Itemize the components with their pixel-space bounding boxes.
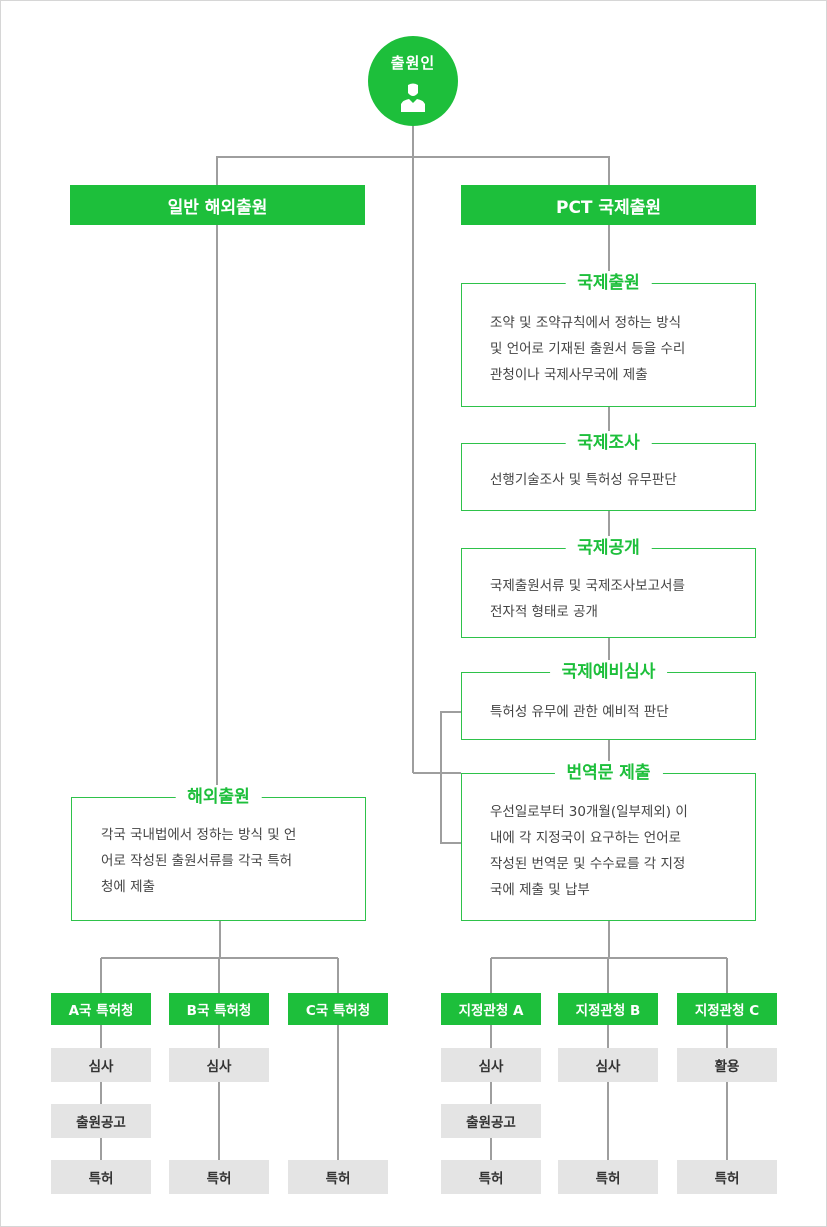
- step-node: 출원공고: [441, 1104, 541, 1138]
- general-header: 일반 해외출원: [70, 185, 365, 225]
- step-node: 특허: [169, 1160, 269, 1194]
- desc-line: 내에 각 지정국이 요구하는 언어로: [490, 825, 733, 851]
- step-node: 심사: [169, 1048, 269, 1082]
- step-label: 특허: [207, 1167, 232, 1187]
- pct-stage-translation-submission: 번역문 제출 우선일로부터 30개월(일부제외) 이 내에 각 지정국이 요구하…: [461, 773, 756, 921]
- stage-desc: 국제출원서류 및 국제조사보고서를 전자적 형태로 공개: [490, 573, 733, 625]
- pct-stage-international-publication: 국제공개 국제출원서류 및 국제조사보고서를 전자적 형태로 공개: [461, 548, 756, 638]
- desc-line: 전자적 형태로 공개: [490, 599, 733, 625]
- step-node: 심사: [558, 1048, 658, 1082]
- step-label: 심사: [479, 1055, 504, 1075]
- desc-line: 국에 제출 및 납부: [490, 877, 733, 903]
- desc-line: 및 언어로 기재된 출원서 등을 수리: [490, 336, 733, 362]
- step-label: 심사: [207, 1055, 232, 1075]
- step-label: 출원공고: [76, 1111, 126, 1131]
- step-node: 심사: [51, 1048, 151, 1082]
- office-label: C국 특허청: [306, 999, 370, 1019]
- step-node: 특허: [441, 1160, 541, 1194]
- pct-stage-international-filing: 국제출원 조약 및 조약규칙에서 정하는 방식 및 언어로 기재된 출원서 등을…: [461, 283, 756, 407]
- stage-desc: 선행기술조사 및 특허성 유무판단: [490, 467, 733, 493]
- office-node: 지정관청 A: [441, 993, 541, 1025]
- desc-line: 국제출원서류 및 국제조사보고서를: [490, 573, 733, 599]
- step-label: 특허: [715, 1167, 740, 1187]
- desc-line: 조약 및 조약규칙에서 정하는 방식: [490, 310, 733, 336]
- step-label: 특허: [89, 1167, 114, 1187]
- step-label: 심사: [596, 1055, 621, 1075]
- pct-stage-international-search: 국제조사 선행기술조사 및 특허성 유무판단: [461, 443, 756, 511]
- stage-desc: 특허성 유무에 관한 예비적 판단: [490, 699, 733, 725]
- stage-title: 번역문 제출: [554, 761, 662, 785]
- office-label: A국 특허청: [69, 999, 134, 1019]
- office-node: 지정관청 B: [558, 993, 658, 1025]
- desc-line: 우선일로부터 30개월(일부제외) 이: [490, 799, 733, 825]
- desc-line: 특허성 유무에 관한 예비적 판단: [490, 699, 733, 725]
- office-label: 지정관청 B: [576, 999, 641, 1019]
- step-node: 심사: [441, 1048, 541, 1082]
- person-icon: [401, 82, 425, 112]
- pct-header-label: PCT 국제출원: [556, 193, 661, 218]
- desc-line: 작성된 번역문 및 수수료를 각 지정: [490, 851, 733, 877]
- step-node: 특허: [558, 1160, 658, 1194]
- pct-stage-preliminary-examination: 국제예비심사 특허성 유무에 관한 예비적 판단: [461, 672, 756, 740]
- step-node: 특허: [677, 1160, 777, 1194]
- step-node: 특허: [51, 1160, 151, 1194]
- step-node: 활용: [677, 1048, 777, 1082]
- office-node: C국 특허청: [288, 993, 388, 1025]
- step-label: 특허: [326, 1167, 351, 1187]
- step-label: 활용: [715, 1055, 740, 1075]
- desc-line: 청에 제출: [101, 874, 343, 900]
- step-label: 심사: [89, 1055, 114, 1075]
- general-header-label: 일반 해외출원: [168, 193, 268, 218]
- stage-title: 국제조사: [565, 431, 652, 455]
- applicant-node: 출원인: [368, 36, 458, 126]
- connector-line: [441, 712, 461, 843]
- overseas-filing-box: 해외출원 각국 국내법에서 정하는 방식 및 언 어로 작성된 출원서류를 각국…: [71, 797, 366, 921]
- office-node: A국 특허청: [51, 993, 151, 1025]
- step-label: 특허: [479, 1167, 504, 1187]
- stage-title: 국제예비심사: [550, 660, 668, 684]
- stage-title: 국제출원: [565, 271, 652, 295]
- stage-desc: 조약 및 조약규칙에서 정하는 방식 및 언어로 기재된 출원서 등을 수리 관…: [490, 310, 733, 388]
- applicant-label: 출원인: [368, 52, 458, 73]
- desc-line: 관청이나 국제사무국에 제출: [490, 362, 733, 388]
- desc-line: 각국 국내법에서 정하는 방식 및 언: [101, 822, 343, 848]
- step-label: 특허: [596, 1167, 621, 1187]
- office-node: B국 특허청: [169, 993, 269, 1025]
- stage-desc: 우선일로부터 30개월(일부제외) 이 내에 각 지정국이 요구하는 언어로 작…: [490, 799, 733, 903]
- desc-line: 어로 작성된 출원서류를 각국 특허: [101, 848, 343, 874]
- pct-header: PCT 국제출원: [461, 185, 756, 225]
- step-label: 출원공고: [466, 1111, 516, 1131]
- step-node: 특허: [288, 1160, 388, 1194]
- office-label: 지정관청 A: [459, 999, 524, 1019]
- overseas-filing-title: 해외출원: [175, 785, 262, 809]
- office-node: 지정관청 C: [677, 993, 777, 1025]
- desc-line: 선행기술조사 및 특허성 유무판단: [490, 467, 733, 493]
- overseas-filing-desc: 각국 국내법에서 정하는 방식 및 언 어로 작성된 출원서류를 각국 특허 청…: [101, 822, 343, 900]
- step-node: 출원공고: [51, 1104, 151, 1138]
- office-label: B국 특허청: [187, 999, 252, 1019]
- stage-title: 국제공개: [565, 536, 652, 560]
- office-label: 지정관청 C: [695, 999, 759, 1019]
